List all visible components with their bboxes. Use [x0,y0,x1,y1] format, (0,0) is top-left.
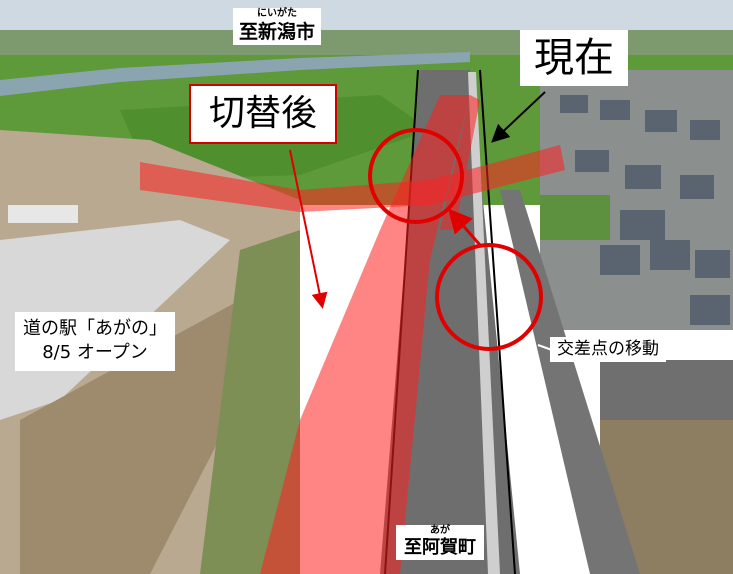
label-after-switch: 切替後 [189,84,338,144]
arrow-after-switch [289,149,328,309]
label-intersection-move: 交差点の移動 [550,337,666,362]
label-roadside-station-open: 8/5 オープン [42,342,148,364]
label-roadside-station: 道の駅「あがの」 8/5 オープン [15,312,175,371]
label-to-agamachi-text: 至阿賀町 [404,537,476,558]
label-current: 現在 [520,30,628,86]
houses [560,95,730,325]
frontage-road [500,190,640,574]
label-to-agamachi-ruby: あが [430,525,450,536]
pointer-intersection-label [537,344,553,351]
circle-new-intersection [435,243,543,351]
label-roadside-station-name: 道の駅「あがの」 [23,318,167,339]
embankment-green [200,230,300,574]
highway-median [468,72,500,574]
river [0,52,470,96]
roof-building [8,205,78,223]
arrow-intersection-move [448,208,482,246]
label-to-agamachi: あが 至阿賀町 [396,525,484,560]
arrow-current [491,91,546,143]
parking-lot-right [600,360,733,420]
label-to-niigata: にいがた 至新潟市 [233,8,322,45]
green-lot [540,195,610,240]
label-to-niigata-text: 至新潟市 [239,21,316,43]
label-to-niigata-ruby: にいがた [257,8,297,19]
field-strip [20,300,260,574]
circle-current-intersection [368,128,464,224]
